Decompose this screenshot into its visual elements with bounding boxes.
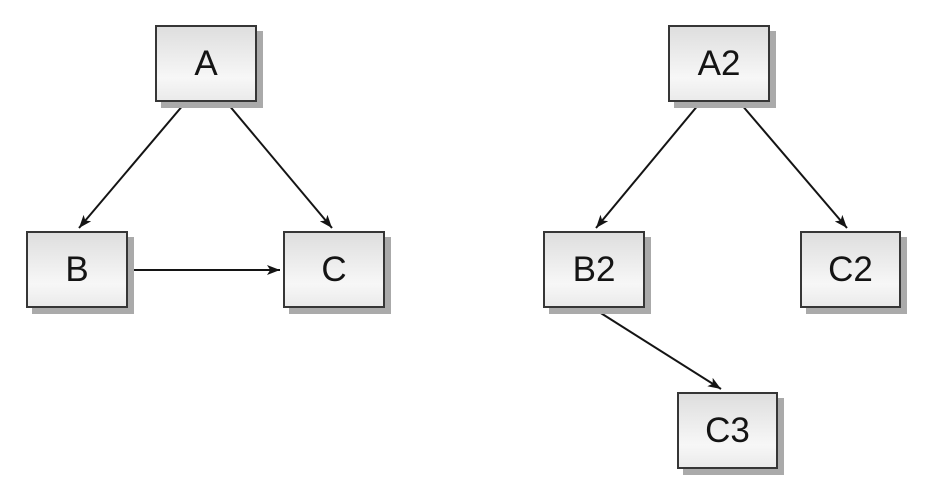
node-A2: A2 bbox=[668, 25, 770, 102]
edge-A-to-B bbox=[78, 103, 185, 229]
node-B: B bbox=[26, 231, 128, 308]
edge-B2-to-C3 bbox=[595, 309, 722, 390]
node-label-A2: A2 bbox=[697, 44, 741, 83]
node-label-C: C bbox=[321, 250, 347, 289]
node-label-C3: C3 bbox=[705, 411, 750, 450]
edge-A-to-C bbox=[227, 103, 333, 229]
edge-A2-to-B2 bbox=[595, 103, 700, 229]
edge-A2-to-C2 bbox=[740, 103, 848, 229]
node-label-A: A bbox=[194, 44, 218, 83]
node-B2: B2 bbox=[543, 231, 645, 308]
node-A: A bbox=[155, 25, 257, 102]
node-C2: C2 bbox=[800, 231, 901, 308]
node-label-B: B bbox=[65, 250, 89, 289]
node-C: C bbox=[283, 231, 385, 308]
node-label-C2: C2 bbox=[828, 250, 873, 289]
node-C3: C3 bbox=[677, 392, 778, 469]
node-label-B2: B2 bbox=[572, 250, 616, 289]
edges-group bbox=[78, 103, 848, 390]
